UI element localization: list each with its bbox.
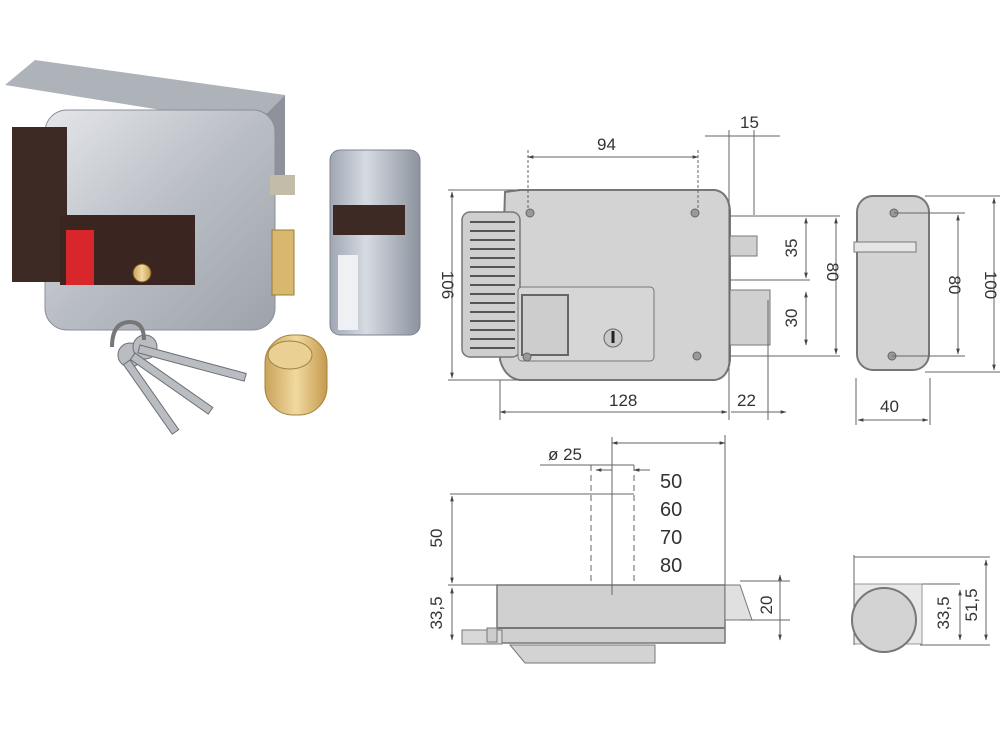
dim-40: 40 [880, 397, 899, 416]
backset-50: 50 [660, 471, 682, 493]
backset-80: 80 [660, 555, 682, 577]
dim-20: 20 [757, 596, 776, 615]
dim-15: 15 [740, 113, 759, 132]
lock-illustration [5, 60, 421, 435]
dim-diameter-25: ø 25 [548, 445, 582, 464]
dim-22: 22 [737, 391, 756, 410]
dim-35: 35 [782, 239, 801, 258]
dim-100: 100 [981, 271, 1000, 299]
dim-80-front: 80 [823, 263, 842, 282]
dim-106: 106 [438, 271, 457, 299]
product-photo [0, 55, 440, 445]
dim-33-5-keeper: 33,5 [934, 596, 953, 629]
dim-50: 50 [427, 529, 446, 548]
dim-94: 94 [597, 135, 616, 154]
dim-80-keeper: 80 [945, 276, 964, 295]
backset-60: 60 [660, 499, 682, 521]
dim-128: 128 [609, 391, 637, 410]
dim-51-5: 51,5 [962, 588, 981, 621]
backset-70: 70 [660, 527, 682, 549]
dim-30: 30 [782, 309, 801, 328]
dim-33-5: 33,5 [427, 596, 446, 629]
